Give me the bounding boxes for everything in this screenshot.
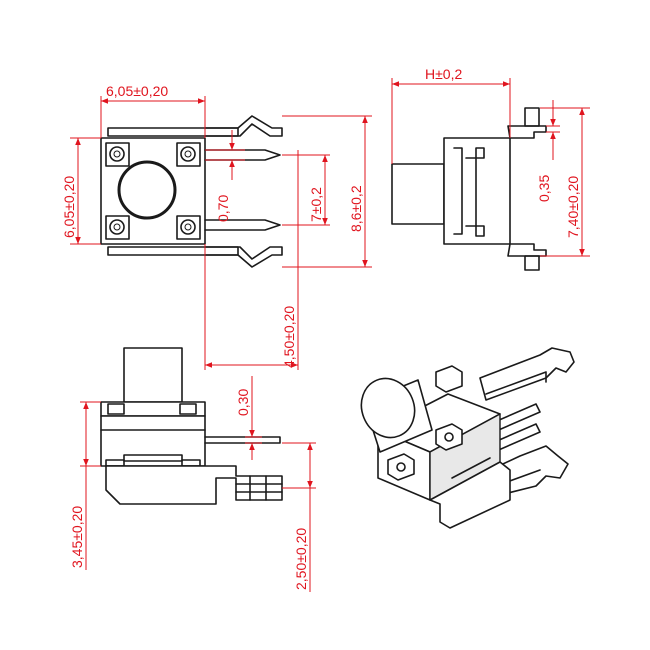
plunger-height-label: H±0,2 [425,66,462,82]
side-view-left [100,347,283,505]
lower-body [100,415,206,467]
corner-bosses [105,142,201,240]
top-height-label: 6,05±0,20 [61,176,77,238]
pin-pitch-label: 7±0,2 [308,187,324,222]
bottom-clip [507,243,547,257]
top-view [100,115,283,268]
iso-plunger-cap [360,377,416,439]
iso-upper-leg [479,347,575,401]
lower-pin [204,219,281,231]
top-width-label: 6,05±0,20 [106,83,168,99]
overall-height-label: 8,6±0,2 [348,185,364,232]
lower-gap-label: 0,30 [235,389,251,416]
side-overall-label: 7,40±0,20 [565,176,581,238]
lower-plunger [123,347,183,403]
side-view-right [391,107,547,271]
switch-body-square [100,137,206,245]
side-body [443,137,511,245]
pin-length-label: 4,50±0,20 [281,306,297,368]
lower-bent-leg [204,246,283,268]
bottom-rail [107,246,239,256]
pin-gap-label: 0,70 [215,195,231,222]
iso-foot [429,461,511,529]
lower-side-dimensions: 0,30 3,45±0,20 2,50±0,20 [69,376,316,592]
upper-pin [204,149,281,161]
lower-pin-horizontal [204,436,281,444]
actuator-circle [117,160,177,220]
top-clip [507,125,547,139]
upper-bent-leg [204,115,283,137]
mount-foot [105,465,283,505]
top-view-dimensions: 6,05±0,20 6,05±0,20 0,70 7±0,2 8,6±0,2 4… [61,83,372,370]
side-view-dimensions: H±0,2 0,35 7,40±0,20 [391,66,590,257]
plunger [391,163,445,225]
top-rail [107,127,239,137]
isometric-view [360,347,575,529]
lower-pin-label: 2,50±0,20 [293,528,309,590]
clip-thickness-label: 0,35 [536,175,552,202]
lower-body-label: 3,45±0,20 [69,506,85,568]
